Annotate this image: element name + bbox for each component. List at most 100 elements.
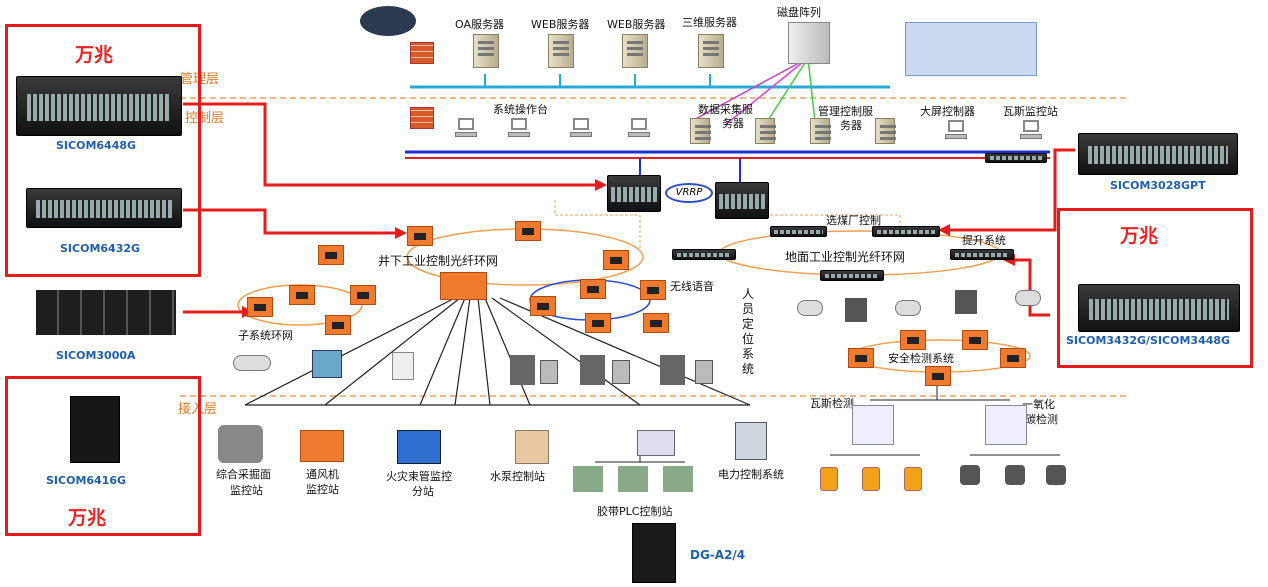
co-label: 一氧化 (1022, 398, 1055, 411)
operator-pc-icon (570, 118, 592, 138)
personnel-label: 人员定位系统 (742, 287, 755, 376)
core-switch-right (715, 182, 769, 219)
surface-switch (872, 226, 940, 237)
control-firewall-icon (410, 107, 434, 129)
fire-label: 火灾束管监控 (386, 470, 452, 483)
sicom6448g-label: SICOM6448G (56, 139, 137, 152)
camera-icon (1015, 290, 1041, 306)
video-wall-icon (905, 22, 1037, 76)
wireless-node (580, 279, 606, 299)
pump-station-icon (515, 430, 549, 464)
server-3d-label: 三维服务器 (682, 16, 737, 29)
product-box-left-top (5, 24, 201, 277)
wireless-node (530, 296, 556, 316)
gas-sensor-icon (820, 467, 838, 491)
server-web1-icon (548, 34, 574, 68)
vrrp-badge: VRRP (665, 183, 713, 203)
data-collect-label-2: 务器 (722, 117, 744, 130)
surface-switch (950, 249, 1014, 260)
data-server-icon (755, 118, 776, 144)
mining-label-2: 监控站 (230, 484, 263, 497)
camera-icon (895, 300, 921, 316)
camera-icon (797, 300, 823, 316)
gas-detector-icon (852, 405, 894, 445)
underground-core-node (440, 272, 487, 300)
surface-switch (820, 270, 884, 281)
sicom3432g-label: SICOM3432G/SICOM3448G (1066, 334, 1231, 347)
surface-ring-label: 地面工业控制光纤环网 (785, 250, 906, 264)
operator-pc-icon (628, 118, 650, 138)
safety-node (925, 366, 951, 386)
junction-box-icon (392, 352, 414, 380)
operator-pc-icon (508, 118, 530, 138)
sicom3432g-icon (1078, 284, 1240, 332)
sicom3000a-label: SICOM3000A (56, 349, 136, 362)
operator-label: 系统操作台 (493, 103, 548, 116)
disk-array-label: 磁盘阵列 (777, 6, 821, 19)
subsystem-node (325, 315, 351, 335)
wireless-node (640, 280, 666, 300)
power-cabinet-icon (735, 422, 767, 460)
product-box-right (1057, 208, 1253, 368)
co-sensor-icon (1005, 465, 1025, 485)
power-label: 电力控制系统 (718, 468, 784, 481)
sicom6448g-icon (16, 76, 182, 136)
safety-node (900, 330, 926, 350)
surface-switch (672, 249, 736, 260)
hoist-label: 提升系统 (962, 234, 1006, 247)
sicom3000a-icon (36, 290, 176, 335)
sicom6432g-label: SICOM6432G (60, 242, 141, 255)
mgmt-server-icon (875, 118, 896, 144)
sicom3028gpt-icon (1078, 133, 1238, 175)
fire-label-2: 分站 (412, 485, 434, 498)
server-oa-label: OA服务器 (455, 18, 504, 31)
ring-node (318, 245, 344, 265)
core-switch-left (607, 175, 661, 212)
mining-station-icon (218, 425, 263, 463)
gas-sensor-icon (862, 467, 880, 491)
operator-pc-icon (455, 118, 477, 138)
firewall-icon (410, 42, 434, 64)
co-detector-icon (985, 405, 1027, 445)
belt-label: 胶带PLC控制站 (597, 505, 673, 518)
wanzhao-badge: 万兆 (1120, 225, 1159, 247)
radio-icon (540, 360, 558, 384)
ring-node (603, 250, 629, 270)
product-box-left-bottom (5, 376, 201, 536)
sicom6416g-label: SICOM6416G (46, 474, 127, 487)
dga24-label: DG-A2/4 (690, 548, 746, 562)
server-oa-icon (473, 34, 499, 68)
plc-icon (637, 430, 675, 456)
coal-prep-label: 选煤厂控制 (826, 214, 881, 227)
control-switch-icon (985, 153, 1047, 163)
gas-detect-label: 瓦斯检测 (810, 397, 854, 410)
co-sensor-icon (960, 465, 980, 485)
miner-icon (580, 355, 605, 385)
data-server-icon (690, 118, 711, 144)
safety-node (962, 330, 988, 350)
server-3d-icon (698, 34, 724, 68)
radio-icon (612, 360, 630, 384)
camera-icon (233, 355, 271, 371)
subsystem-node (350, 285, 376, 305)
disk-array-icon (788, 22, 830, 64)
big-screen-pc-icon (945, 120, 967, 140)
sicom3028gpt-label: SICOM3028GPT (1110, 179, 1206, 192)
miner-icon (660, 355, 685, 385)
ventilation-label-2: 监控站 (306, 483, 339, 496)
gas-monitor-pc-icon (1020, 120, 1042, 140)
ventilation-station-icon (300, 430, 344, 462)
ring-node (515, 221, 541, 241)
subsystem-node (247, 297, 273, 317)
miner-icon (510, 355, 535, 385)
wireless-label: 无线语音 (670, 280, 714, 293)
dga24-device-icon (632, 523, 676, 583)
layer-control: 控制层 (185, 111, 225, 126)
gas-sensor-icon (904, 467, 922, 491)
co-sensor-icon (1046, 465, 1066, 485)
ventilation-label: 通风机 (306, 468, 339, 481)
subsystem-ring-label: 子系统环网 (238, 329, 293, 342)
big-screen-label: 大屏控制器 (920, 105, 975, 118)
wireless-node (585, 313, 611, 333)
mgmt-label-2: 务器 (840, 119, 862, 132)
